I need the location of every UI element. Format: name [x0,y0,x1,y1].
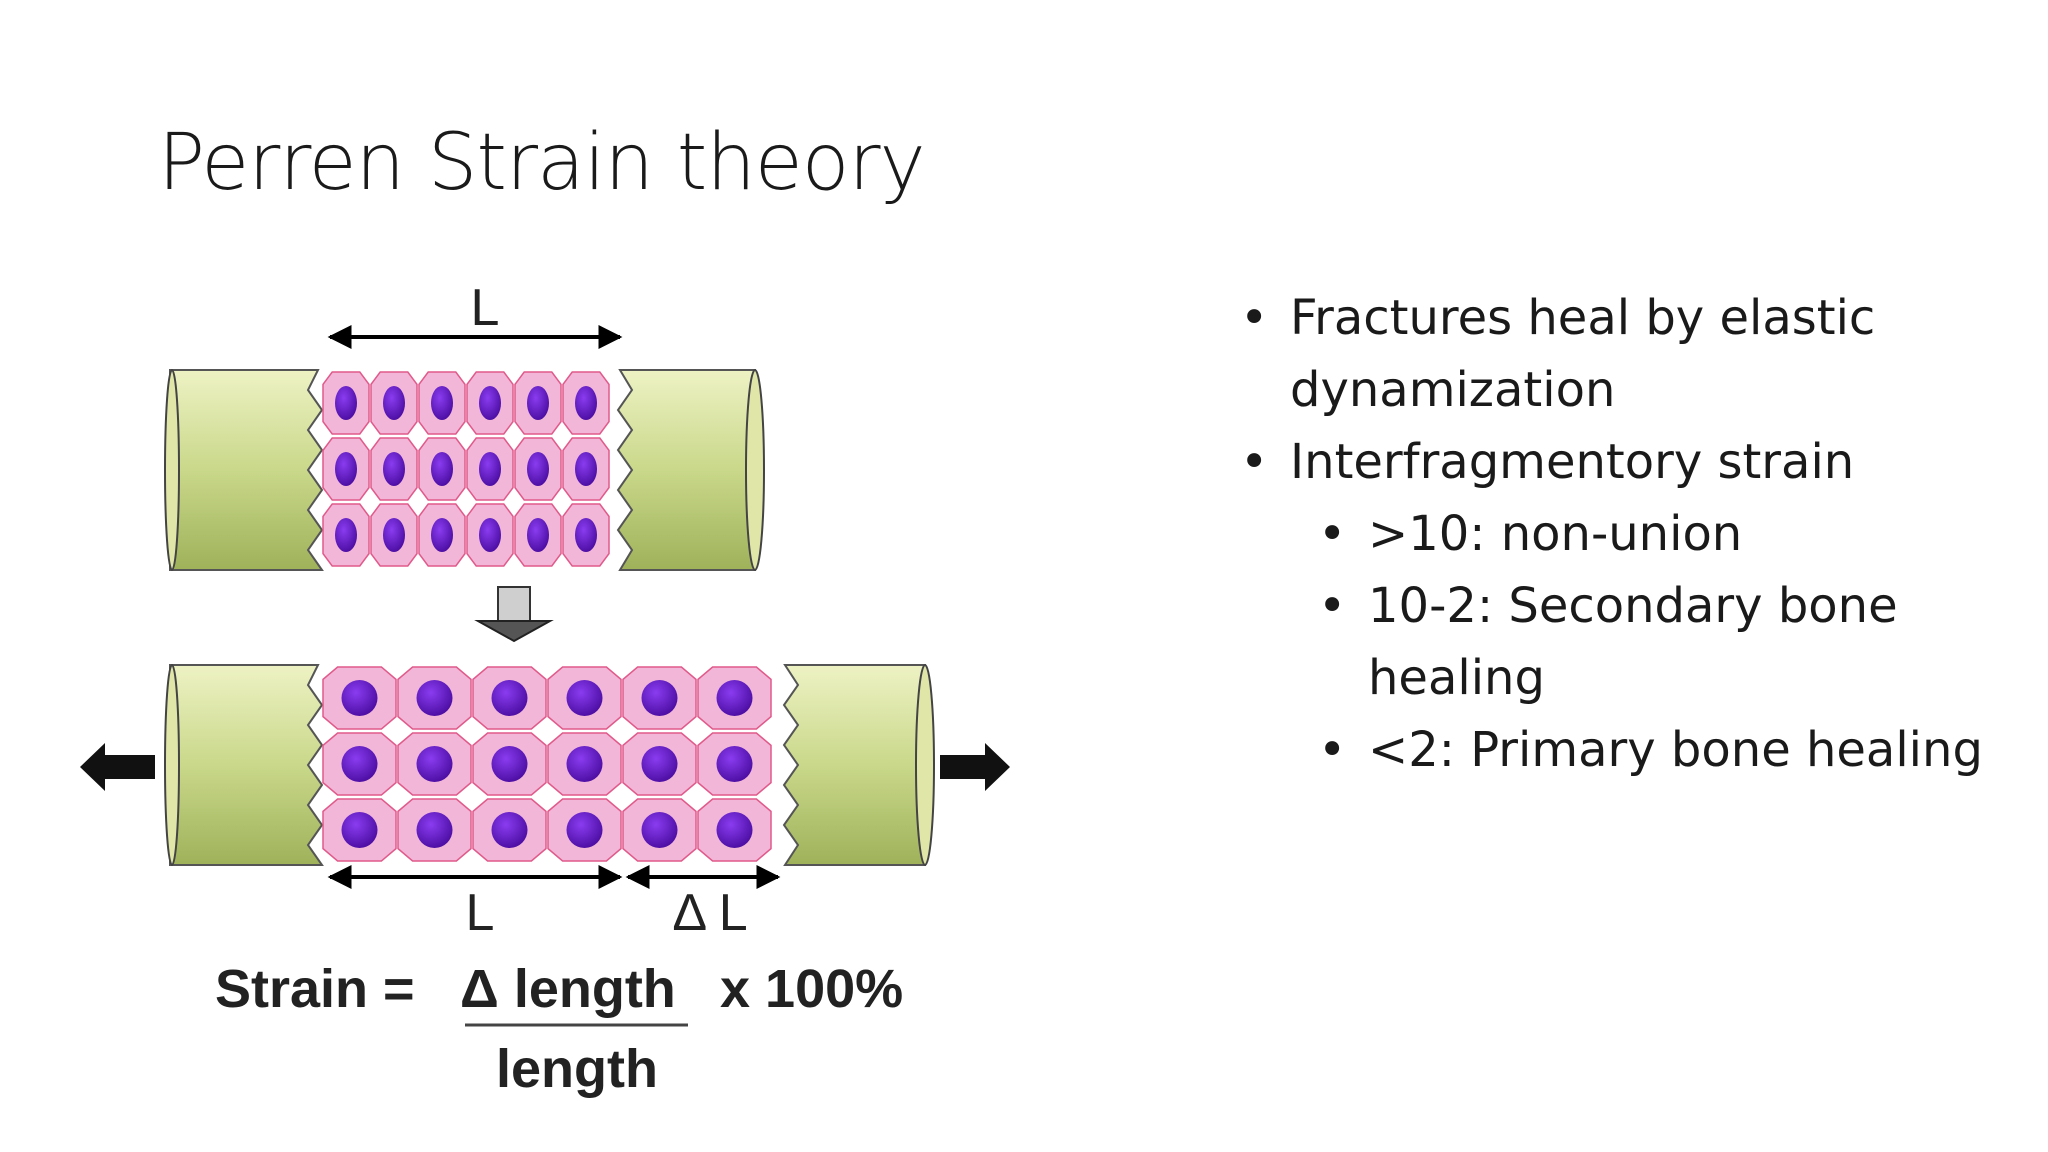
top-cell-grid [322,371,610,567]
bullet-item: Interfragmentory strain [1240,426,2000,498]
bottom-length-label: L [466,884,495,942]
formula-numerator: Δ length [460,959,676,1019]
cell-nucleus [575,518,597,552]
cell-nucleus [341,812,378,848]
cell-nucleus [383,386,405,420]
cell-nucleus [341,680,378,716]
cell-nucleus [527,518,549,552]
cell-nucleus [479,452,501,486]
cell-nucleus [341,746,378,782]
top-left-bone [164,369,324,571]
sub-bullet-item: >10: non-union [1240,498,2000,570]
cell-nucleus [566,812,603,848]
strain-diagram-svg: L [80,279,1010,1099]
cell-nucleus [383,518,405,552]
slide-title: Perren Strain theory [158,118,926,208]
cell-nucleus [431,518,453,552]
formula-multiplier: x 100% [720,959,903,1019]
bottom-cell-grid [322,666,772,862]
formula-lhs: Strain = [215,959,415,1019]
bullet-item: Fractures heal by elastic dynamization [1240,282,2000,426]
cell-nucleus [416,746,453,782]
cell-nucleus [641,680,678,716]
cell-nucleus [491,812,528,848]
cell-nucleus [479,518,501,552]
cell-nucleus [383,452,405,486]
sub-bullet-item: <2: Primary bone healing [1240,714,2000,786]
cell-nucleus [431,452,453,486]
cell-nucleus [716,812,753,848]
cell-nucleus [335,386,357,420]
cell-nucleus [491,680,528,716]
strain-diagram: L [60,265,1040,1115]
bottom-left-bone [164,664,324,866]
down-arrow-icon [474,586,554,643]
cell-nucleus [641,746,678,782]
cell-nucleus [716,746,753,782]
pull-left-arrow-icon [80,743,155,791]
cell-nucleus [716,680,753,716]
cell-nucleus [416,812,453,848]
cell-nucleus [527,386,549,420]
cell-nucleus [431,386,453,420]
cell-nucleus [479,386,501,420]
cell-nucleus [527,452,549,486]
cell-nucleus [416,680,453,716]
cell-nucleus [575,452,597,486]
bottom-delta-length-label: Δ L [672,884,747,942]
sub-bullet-item: 10-2: Secondary bone healing [1240,570,2000,714]
cell-nucleus [566,680,603,716]
cell-nucleus [566,746,603,782]
cell-nucleus [491,746,528,782]
cell-nucleus [641,812,678,848]
cell-nucleus [335,518,357,552]
formula-denominator: length [496,1039,658,1099]
cell-nucleus [575,386,597,420]
top-length-label: L [471,279,500,337]
cell-nucleus [335,452,357,486]
bottom-right-bone [782,664,935,866]
top-right-bone [616,369,765,571]
bullet-list: Fractures heal by elastic dynamization I… [1240,282,2000,786]
pull-right-arrow-icon [940,743,1010,791]
